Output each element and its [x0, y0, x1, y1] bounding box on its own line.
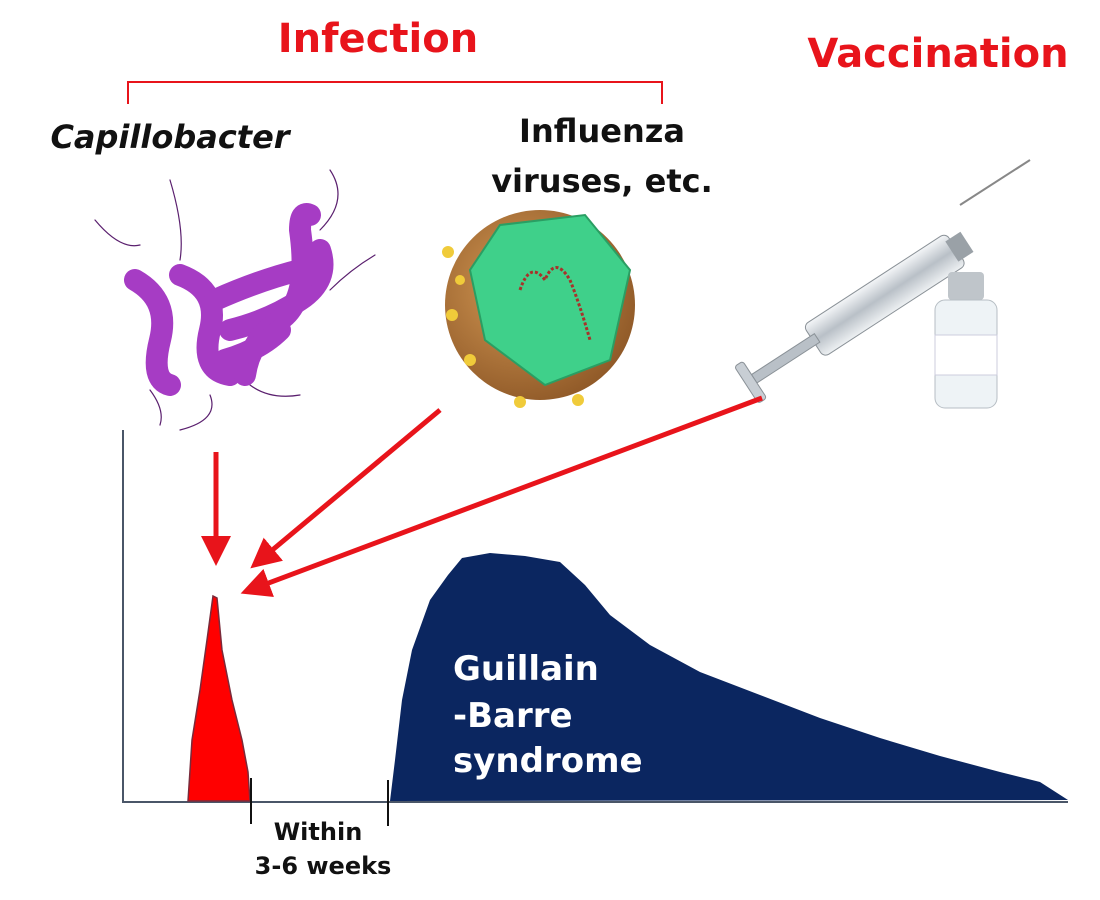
infection-bracket: [127, 81, 663, 104]
gbs-label-line3: syndrome: [453, 741, 643, 781]
vaccination-title: Vaccination: [807, 31, 1068, 77]
vaccine-arrow: [240, 395, 763, 598]
timeline-axes: [122, 430, 1068, 803]
cause-arrows: [201, 395, 763, 598]
gbs-label-line2: -Barre: [453, 696, 573, 736]
capillobacter-label: Capillobacter: [50, 118, 291, 156]
bacteria-icon: [94, 169, 376, 431]
vial-icon: [934, 272, 998, 409]
virus-arrow: [250, 408, 442, 569]
trigger-peak: [187, 594, 251, 802]
influenza-label-line1: Influenza: [519, 112, 685, 150]
interval-label-line1: Within: [274, 818, 363, 846]
infection-title: Infection: [278, 16, 478, 62]
gbs-label-line1: Guillain: [453, 649, 599, 689]
interval-label-line2: 3-6 weeks: [255, 852, 392, 880]
gbs-curve: [390, 553, 1068, 801]
syringe-icon: [735, 159, 1031, 403]
influenza-label-line2: viruses, etc.: [491, 162, 713, 200]
virus-icon: [442, 210, 635, 408]
